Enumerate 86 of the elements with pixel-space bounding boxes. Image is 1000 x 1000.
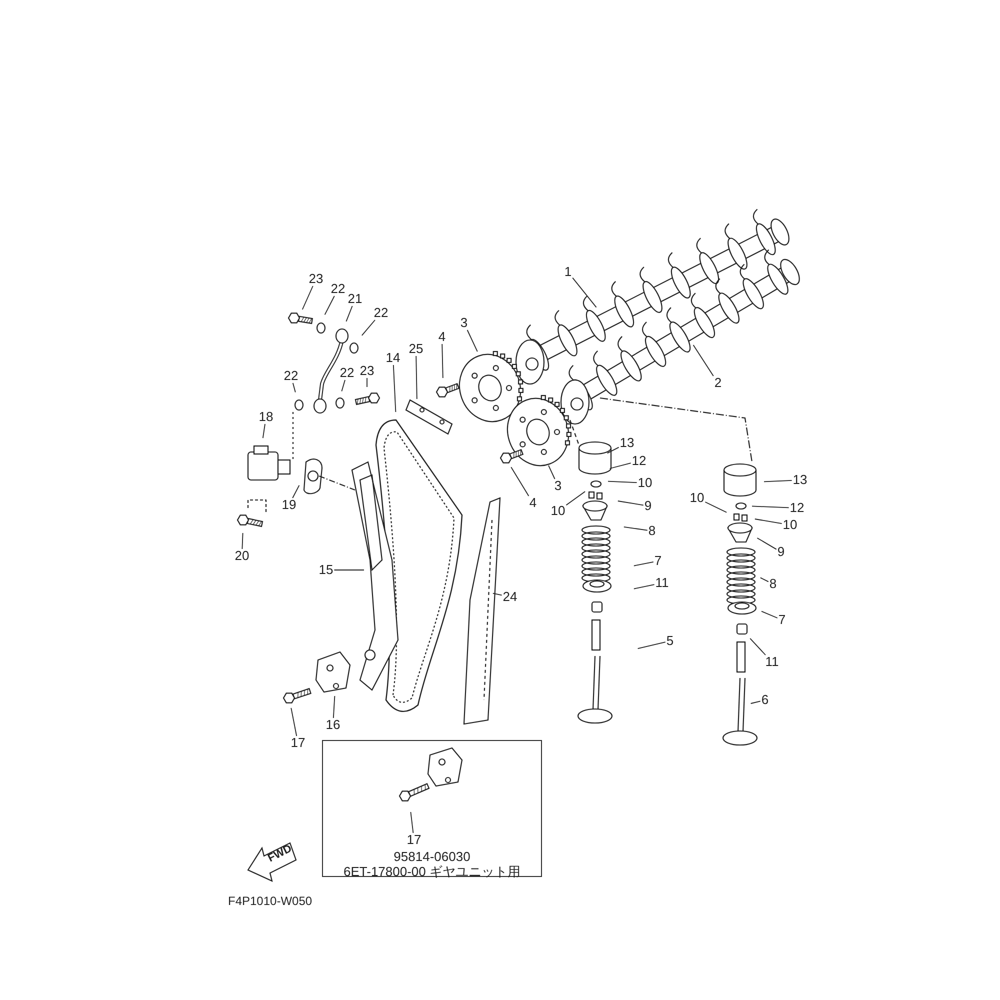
callout-number: 12 <box>630 454 648 468</box>
callout-number: 13 <box>792 473 808 487</box>
leader-line <box>410 812 414 834</box>
callout-number: 23 <box>358 364 376 378</box>
leader-line <box>756 538 777 550</box>
leader-line <box>609 462 632 469</box>
callout-number: 7 <box>653 554 663 568</box>
leader-line <box>760 577 769 582</box>
callout-number: 2 <box>713 376 723 390</box>
leader-line <box>416 356 418 400</box>
callout-number: 12 <box>788 501 806 515</box>
leader-line <box>572 277 597 308</box>
part-number-text: 6ET-17800-00 ギヤユニット用 <box>342 864 522 879</box>
leader-line <box>302 286 314 310</box>
callout-number: 4 <box>528 496 538 510</box>
callout-number: 16 <box>324 718 342 732</box>
leader-line <box>633 584 655 590</box>
callout-number: 11 <box>764 655 780 669</box>
callout-number: 4 <box>437 330 447 344</box>
callout-number: 9 <box>776 545 786 559</box>
callout-number: 17 <box>290 736 306 750</box>
diagram-code: F4P1010-W050 <box>228 894 312 908</box>
callout-number: 8 <box>647 524 657 538</box>
callout-number: 10 <box>688 491 706 505</box>
callout-number: 18 <box>258 410 274 424</box>
leader-line <box>754 518 782 524</box>
callout-number: 10 <box>550 504 566 518</box>
leader-line <box>392 364 396 412</box>
leader-line <box>361 320 376 336</box>
callout-number: 19 <box>280 498 298 512</box>
leader-line <box>623 526 648 531</box>
leader-line <box>242 532 244 550</box>
leader-line <box>492 592 502 596</box>
callout-number: 17 <box>406 833 422 847</box>
callout-number: 22 <box>330 282 346 296</box>
leader-line <box>704 502 728 513</box>
direction-label: FWD <box>266 842 294 865</box>
leader-line <box>608 480 638 484</box>
inset-box <box>322 740 542 877</box>
callout-number: 9 <box>643 499 653 513</box>
leader-line <box>262 424 266 439</box>
leader-line <box>442 344 444 378</box>
leader-line <box>332 696 336 718</box>
callout-number: 5 <box>665 634 675 648</box>
leader-line <box>566 491 586 506</box>
leader-line <box>750 700 761 704</box>
leader-line <box>466 330 478 352</box>
callout-number: 7 <box>777 613 787 627</box>
leader-line <box>292 382 296 393</box>
leader-line <box>290 707 298 736</box>
leader-line <box>548 464 556 480</box>
callout-number: 11 <box>654 576 670 590</box>
callout-number: 8 <box>768 577 778 591</box>
callout-number: 20 <box>234 549 250 563</box>
leader-line <box>292 484 300 498</box>
leader-line <box>617 500 644 506</box>
leader-line <box>606 446 620 454</box>
callout-number: 1 <box>563 265 573 279</box>
callout-number: 22 <box>338 366 356 380</box>
leader-line <box>324 296 335 316</box>
callout-number: 22 <box>282 369 300 383</box>
leader-line <box>366 378 368 388</box>
callout-number: 21 <box>346 292 364 306</box>
callout-number: 13 <box>618 436 636 450</box>
leader-line <box>510 466 530 496</box>
callout-number: 22 <box>372 306 390 320</box>
leader-line <box>752 506 790 508</box>
leader-line <box>633 561 654 566</box>
callout-number: 14 <box>384 351 402 365</box>
callout-number: 6 <box>760 693 770 707</box>
callout-number: 25 <box>408 342 424 356</box>
callout-number: 10 <box>636 476 654 490</box>
callout-number: 10 <box>782 518 798 532</box>
callout-number: 24 <box>502 590 518 604</box>
callout-number: 3 <box>459 316 469 330</box>
leader-line <box>761 610 778 618</box>
leader-line <box>346 306 353 322</box>
leader-line <box>341 380 346 392</box>
leader-line <box>637 642 666 650</box>
part-number-text: 95814-06030 <box>392 849 472 864</box>
callout-number: 3 <box>553 479 563 493</box>
leader-line <box>764 480 792 482</box>
leader-line <box>692 344 714 376</box>
callout-number: 15 <box>318 563 334 577</box>
leader-line <box>750 638 766 656</box>
callout-number: 23 <box>308 272 324 286</box>
